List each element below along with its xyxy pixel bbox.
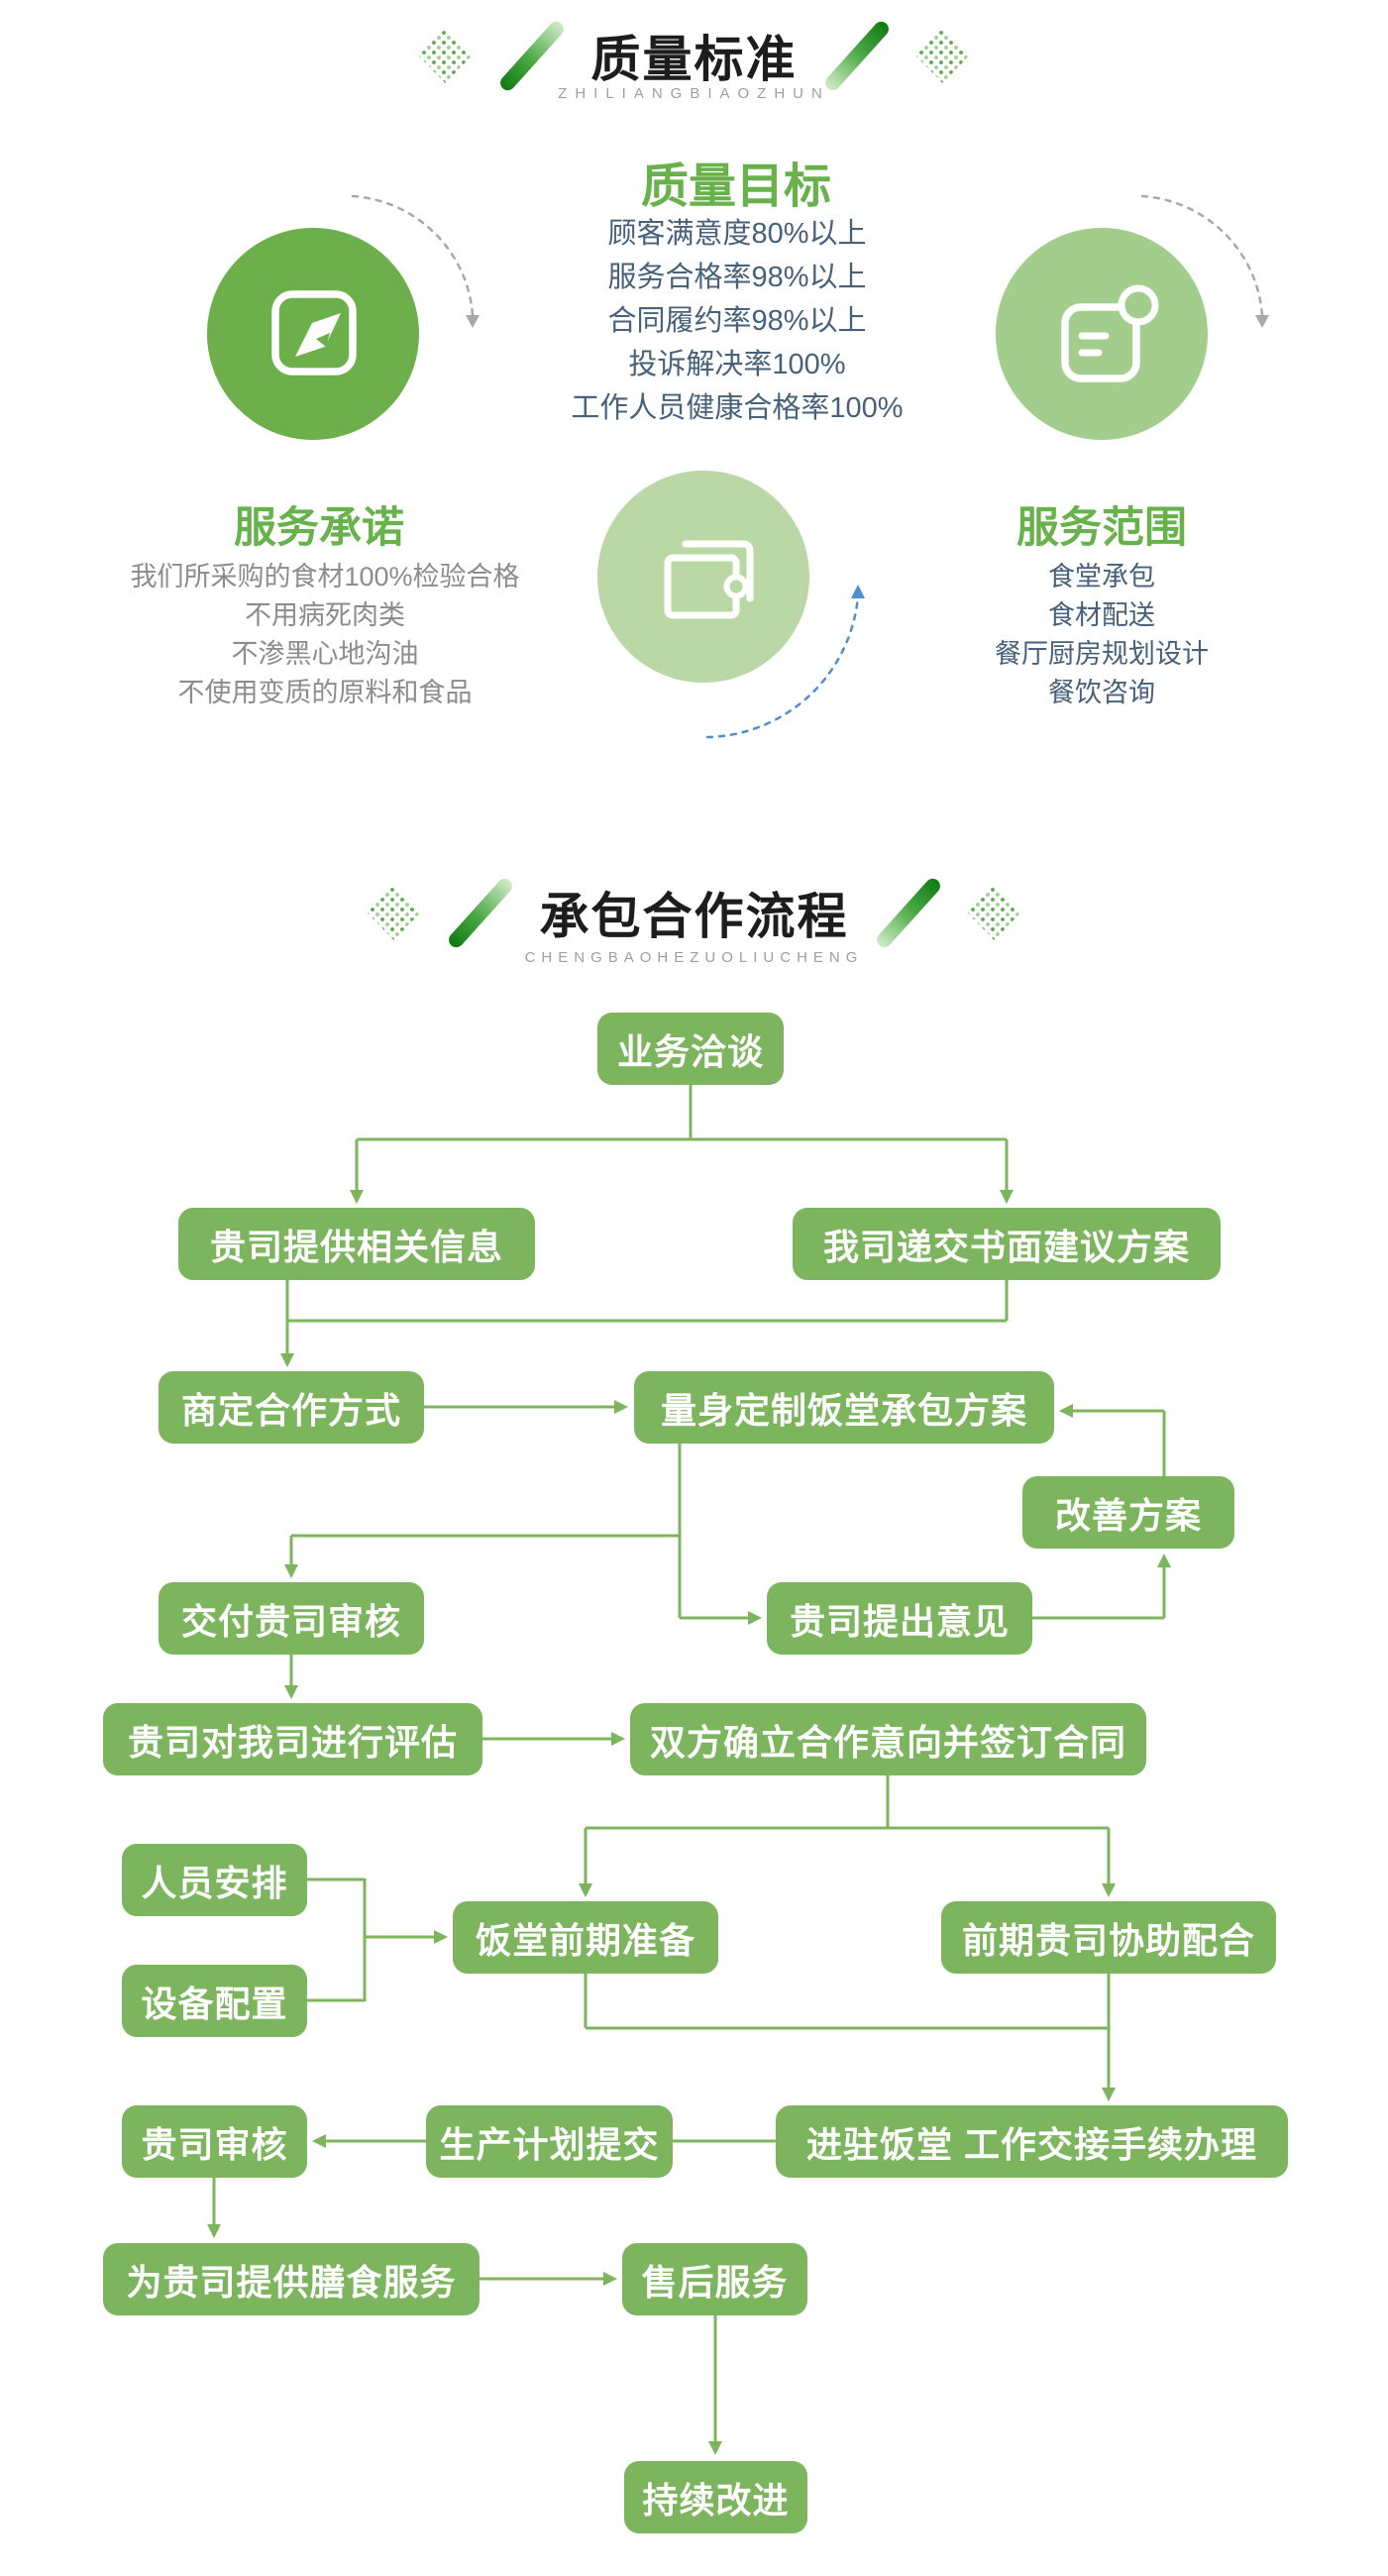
dashed-arc-left <box>351 194 475 317</box>
compass-icon <box>271 290 357 376</box>
service-promise-heading: 服务承诺 <box>234 504 404 552</box>
goal-item: 合同履约率98%以上 <box>607 305 867 337</box>
flow-node-move-in-handover: 进驻饭堂 工作交接手续办理 <box>776 2105 1288 2178</box>
goal-item: 工作人员健康合格率100% <box>571 392 904 424</box>
flow-node-client-evaluates-us: 贵司对我司进行评估 <box>103 1703 482 1775</box>
dashed-arc-right <box>1140 194 1264 317</box>
flow-node-provide-meal-service: 为贵司提供膳食服务 <box>103 2243 480 2315</box>
flow-node-business-negotiation: 业务洽谈 <box>597 1013 784 1085</box>
service-scope-circle <box>996 228 1208 440</box>
flow-node-agree-cooperation-mode: 商定合作方式 <box>159 1371 424 1444</box>
report-icon <box>1061 284 1159 382</box>
quality-goals-list: 顾客满意度80%以上 服务合格率98%以上 合同履约率98%以上 投诉解决率10… <box>571 212 903 430</box>
section2-pinyin: CHENGBAOHEZUOLIUCHENG <box>524 949 864 966</box>
flow-node-tailored-canteen-plan: 量身定制饭堂承包方案 <box>634 1371 1054 1444</box>
goal-item: 服务合格率98%以上 <box>607 262 867 293</box>
scope-item: 餐饮咨询 <box>1048 678 1155 707</box>
flow-node-client-early-assistance: 前期贵司协助配合 <box>941 1901 1276 1974</box>
flow-node-improvement-plan: 改善方案 <box>1022 1476 1234 1549</box>
wallet-icon <box>664 540 754 619</box>
flow-node-staff-arrangement: 人员安排 <box>122 1844 307 1916</box>
section1-title: 质量标准 <box>590 32 798 87</box>
flow-node-continuous-improvement: 持续改进 <box>624 2461 807 2533</box>
arc-arrow-down-icon <box>1255 315 1269 328</box>
service-scope-heading: 服务范围 <box>1016 504 1187 552</box>
section2-title: 承包合作流程 <box>539 889 849 944</box>
scope-item: 食堂承包 <box>1048 562 1155 591</box>
flow-node-establish-intent-sign-contract: 双方确立合作意向并签订合同 <box>630 1703 1146 1775</box>
section1-pinyin: ZHILIANGBIAOZHUN <box>558 85 830 102</box>
flow-node-deliver-for-client-review: 交付贵司审核 <box>159 1582 424 1655</box>
quality-goals-heading: 质量目标 <box>640 161 832 213</box>
flow-node-after-sales-service: 售后服务 <box>622 2243 807 2315</box>
flowchart-connectors <box>207 1085 1171 2455</box>
promise-item: 不使用变质的原料和食品 <box>177 678 473 707</box>
goal-item: 顾客满意度80%以上 <box>607 218 867 250</box>
promise-item: 我们所采购的食材100%检验合格 <box>130 562 520 591</box>
promise-item: 不渗黑心地沟油 <box>231 639 419 669</box>
arc-arrow-up-icon <box>851 585 865 598</box>
flow-node-production-plan-submission: 生产计划提交 <box>426 2105 673 2178</box>
dashed-arc-blue <box>705 594 860 739</box>
flow-node-equipment-configuration: 设备配置 <box>122 1965 307 2037</box>
service-promise-list: 我们所采购的食材100%检验合格 不用病死肉类 不渗黑心地沟油 不使用变质的原料… <box>130 558 519 712</box>
scope-item: 食材配送 <box>1048 600 1155 630</box>
service-promise-circle <box>207 228 419 440</box>
flow-node-client-review: 贵司审核 <box>122 2105 307 2178</box>
flow-node-submit-written-proposal: 我司递交书面建议方案 <box>793 1208 1221 1280</box>
scope-item: 餐厅厨房规划设计 <box>995 639 1209 669</box>
flow-node-canteen-early-preparation: 饭堂前期准备 <box>453 1901 718 1974</box>
flow-node-client-gives-feedback: 贵司提出意见 <box>767 1582 1032 1655</box>
promise-item: 不用病死肉类 <box>245 600 405 630</box>
section2-title-row: 承包合作流程 <box>0 875 1388 950</box>
center-circle <box>597 471 809 683</box>
flow-node-client-provides-info: 贵司提供相关信息 <box>178 1208 535 1280</box>
section1-title-row: 质量标准 <box>0 18 1388 93</box>
goal-item: 投诉解决率100% <box>628 349 846 380</box>
service-scope-list: 食堂承包 食材配送 餐厅厨房规划设计 餐饮咨询 <box>995 558 1209 712</box>
arc-arrow-down-icon <box>466 315 480 328</box>
